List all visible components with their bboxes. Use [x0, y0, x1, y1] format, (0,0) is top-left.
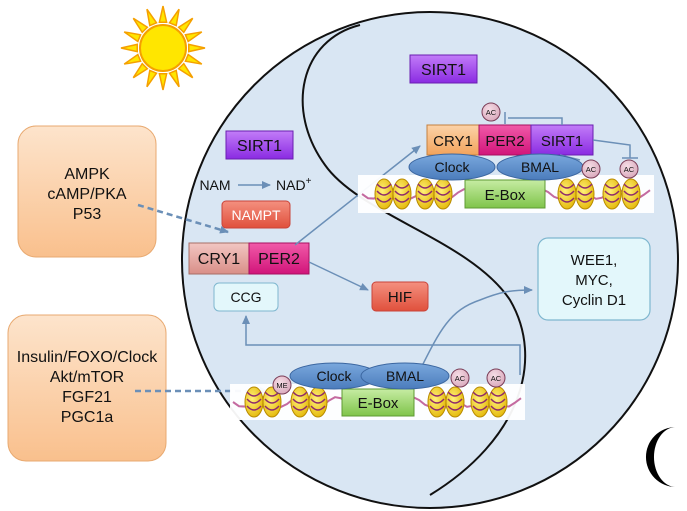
sun-ray	[158, 5, 168, 24]
sun-ray	[123, 53, 142, 65]
svg-text:CCG: CCG	[230, 289, 261, 305]
sun-ray	[187, 43, 206, 53]
ccg-node: CCG	[213, 282, 279, 312]
modification-markers-bottom: ME AC AC	[272, 368, 506, 395]
cry1-per2-sirt1-complex: CRY1 PER2 SIRT1	[426, 124, 594, 156]
clock-bmal-bottom: Clock BMAL	[289, 362, 450, 390]
moon-icon	[645, 426, 676, 487]
chromatin-bottom: E-Box	[230, 384, 525, 420]
nucleosome	[433, 178, 453, 210]
nucleosome	[392, 178, 412, 210]
signal-line: P53	[73, 206, 102, 223]
signal-line: FGF21	[62, 389, 112, 406]
sun-ray	[132, 62, 149, 79]
sun-ray	[184, 31, 203, 43]
svg-text:SIRT1: SIRT1	[237, 138, 282, 155]
svg-text:HIF: HIF	[388, 289, 412, 306]
sun-ray	[184, 53, 203, 65]
svg-text:Cyclin D1: Cyclin D1	[562, 292, 626, 309]
svg-text:MYC,: MYC,	[575, 272, 613, 289]
arrow-to-targets	[419, 286, 533, 371]
sun-ray	[158, 72, 168, 91]
signal-line: Akt/mTOR	[50, 369, 124, 386]
nad-label: NAD+	[276, 176, 312, 193]
sirt1-node-left: SIRT1	[225, 130, 294, 160]
arrow-to-hif	[308, 261, 369, 291]
signal-line: cAMP/PKA	[47, 186, 126, 203]
cry1-per2-complex-left: CRY1 PER2	[188, 242, 310, 275]
sirt1-node-top: SIRT1	[409, 54, 478, 84]
sun-ray	[168, 69, 180, 88]
dashed-arrow-top	[137, 203, 229, 234]
signal-line: AMPK	[64, 166, 110, 183]
svg-text:AC: AC	[586, 165, 597, 174]
nucleosome	[621, 178, 641, 210]
chromatin-top: E-Box	[358, 175, 654, 213]
nucleosome	[445, 386, 465, 418]
arrow-to-right-complex	[294, 145, 421, 246]
nucleosome	[308, 386, 328, 418]
svg-text:PER2: PER2	[485, 133, 524, 150]
sun-ray	[132, 17, 149, 34]
svg-text:AC: AC	[486, 108, 497, 117]
upstream-signals-box-top: AMPK cAMP/PKA P53	[17, 125, 157, 258]
svg-text:CRY1: CRY1	[433, 133, 473, 150]
me-marker-label: ME	[276, 381, 287, 390]
ebox-label: E-Box	[485, 187, 526, 204]
nampt-node: NAMPT	[221, 200, 291, 229]
nucleosome	[557, 178, 577, 210]
nucleosome	[244, 386, 264, 418]
sun-ray	[168, 8, 180, 27]
target-genes-box: WEE1, MYC, Cyclin D1	[537, 237, 651, 321]
per2-label: PER2	[258, 251, 300, 268]
sun-ray	[146, 8, 158, 27]
svg-text:AC: AC	[491, 374, 502, 383]
hif-node: HIF	[371, 281, 429, 312]
acetyl-markers-top: AC AC AC	[481, 102, 639, 179]
signal-line: PGC1a	[61, 409, 114, 426]
svg-text:SIRT1: SIRT1	[421, 62, 466, 79]
svg-text:BMAL: BMAL	[521, 159, 559, 175]
nucleosome	[374, 178, 394, 210]
nucleosome	[415, 178, 435, 210]
svg-text:BMAL: BMAL	[386, 368, 424, 384]
nucleosome	[427, 386, 447, 418]
svg-text:AC: AC	[455, 374, 466, 383]
nucleosome	[602, 178, 622, 210]
nucleosome	[290, 386, 310, 418]
nucleosome	[488, 386, 508, 418]
svg-text:NAMPT: NAMPT	[232, 207, 281, 223]
nucleosome	[575, 178, 595, 210]
signal-line: Insulin/FOXO/Clock	[17, 349, 158, 366]
svg-text:Clock: Clock	[434, 159, 470, 175]
sun-ray	[123, 31, 142, 43]
sun-icon	[120, 5, 206, 91]
nucleosome	[470, 386, 490, 418]
svg-text:WEE1,: WEE1,	[571, 252, 618, 269]
arrow-to-ccg	[242, 315, 521, 375]
sun-ray	[120, 43, 139, 53]
sun-ray	[146, 69, 158, 88]
cry1-label: CRY1	[198, 251, 240, 268]
svg-text:AC: AC	[624, 165, 635, 174]
upstream-signals-box-bottom: Insulin/FOXO/Clock Akt/mTOR FGF21 PGC1a	[7, 314, 167, 462]
svg-text:Clock: Clock	[316, 368, 352, 384]
nam-label: NAM	[199, 177, 230, 193]
sun-ray	[177, 62, 194, 79]
ebox-label: E-Box	[358, 395, 399, 412]
svg-text:SIRT1: SIRT1	[541, 133, 583, 150]
sun-ray	[177, 17, 194, 34]
